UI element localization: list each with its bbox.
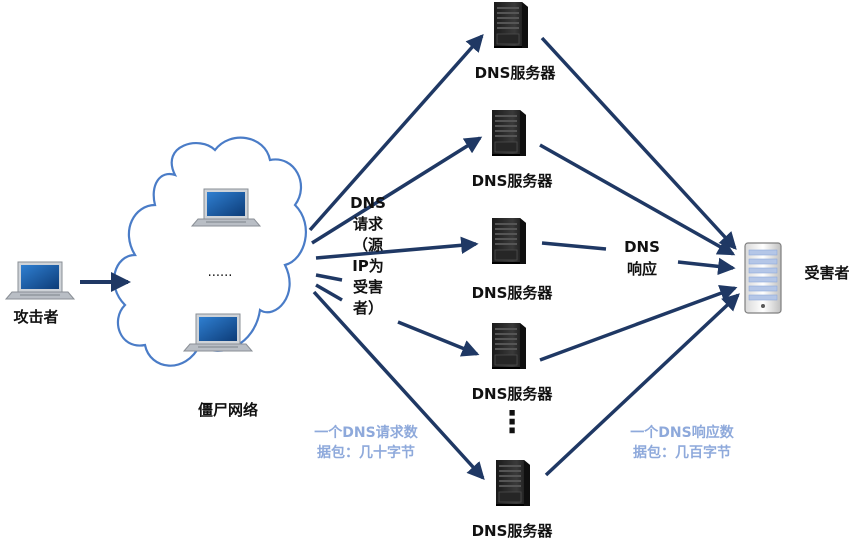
arrow-request-2 (311, 136, 483, 245)
response-edge-label: DNS 响应 (624, 238, 660, 278)
dns-server-label-3: DNS服务器 (472, 284, 554, 302)
request-size-note: 一个DNS请求数 据包：几十字节 (314, 424, 418, 461)
request-label-line-1: DNS (350, 194, 386, 212)
arrow-request-connector-a (315, 273, 343, 282)
victim-label: 受害者 (804, 264, 849, 282)
arrow-response-1 (540, 36, 737, 250)
request-label-line-6: 者） (353, 299, 383, 317)
arrow-request-connector-b (315, 283, 343, 302)
response-size-note: 一个DNS响应数 据包：几百字节 (630, 424, 734, 461)
dns-server-icon-4 (491, 322, 527, 370)
dns-server-icon-5 (495, 459, 531, 507)
response-label-line-2: 响应 (627, 260, 657, 278)
dns-server-label-5: DNS服务器 (472, 522, 554, 540)
attacker-laptop-icon (5, 261, 75, 300)
dns-server-label-1: DNS服务器 (475, 64, 557, 82)
arrow-response-5 (544, 293, 740, 477)
botnet-cloud (113, 136, 307, 367)
dns-server-label-4: DNS服务器 (472, 385, 554, 403)
arrow-request-3 (315, 236, 479, 260)
arrow-request-5 (312, 290, 485, 480)
botnet-label: 僵尸网络 (198, 401, 258, 419)
dns-server-ellipsis: ⋮ (497, 405, 527, 440)
arrow-response-3-a (541, 241, 607, 251)
arrow-request-1 (308, 34, 484, 232)
request-size-line-1: 一个DNS请求数 (314, 424, 418, 441)
botnet-ellipsis: ...... (208, 265, 233, 280)
request-edge-label: DNS 请求 （源 IP为 受害 者） (350, 194, 386, 317)
response-size-line-1: 一个DNS响应数 (630, 424, 734, 441)
response-size-line-2: 据包：几百字节 (633, 444, 731, 461)
dns-server-icon-3 (491, 217, 527, 265)
victim-server-icon (744, 242, 782, 314)
dns-server-icon-2 (491, 109, 527, 157)
request-label-line-3: （源 (353, 236, 383, 254)
arrow-response-3-b (677, 257, 736, 276)
arrow-response-2 (539, 143, 736, 256)
attacker-label: 攻击者 (13, 308, 58, 326)
request-label-line-5: 受害 (353, 278, 383, 296)
response-label-line-1: DNS (624, 238, 660, 256)
arrow-response-4 (539, 284, 738, 362)
request-label-line-2: 请求 (353, 215, 384, 233)
dns-server-label-2: DNS服务器 (472, 172, 554, 190)
request-size-line-2: 据包：几十字节 (317, 444, 415, 461)
request-label-line-4: IP为 (352, 257, 384, 275)
arrow-request-4 (397, 320, 480, 357)
dns-server-icon-1 (493, 1, 529, 49)
